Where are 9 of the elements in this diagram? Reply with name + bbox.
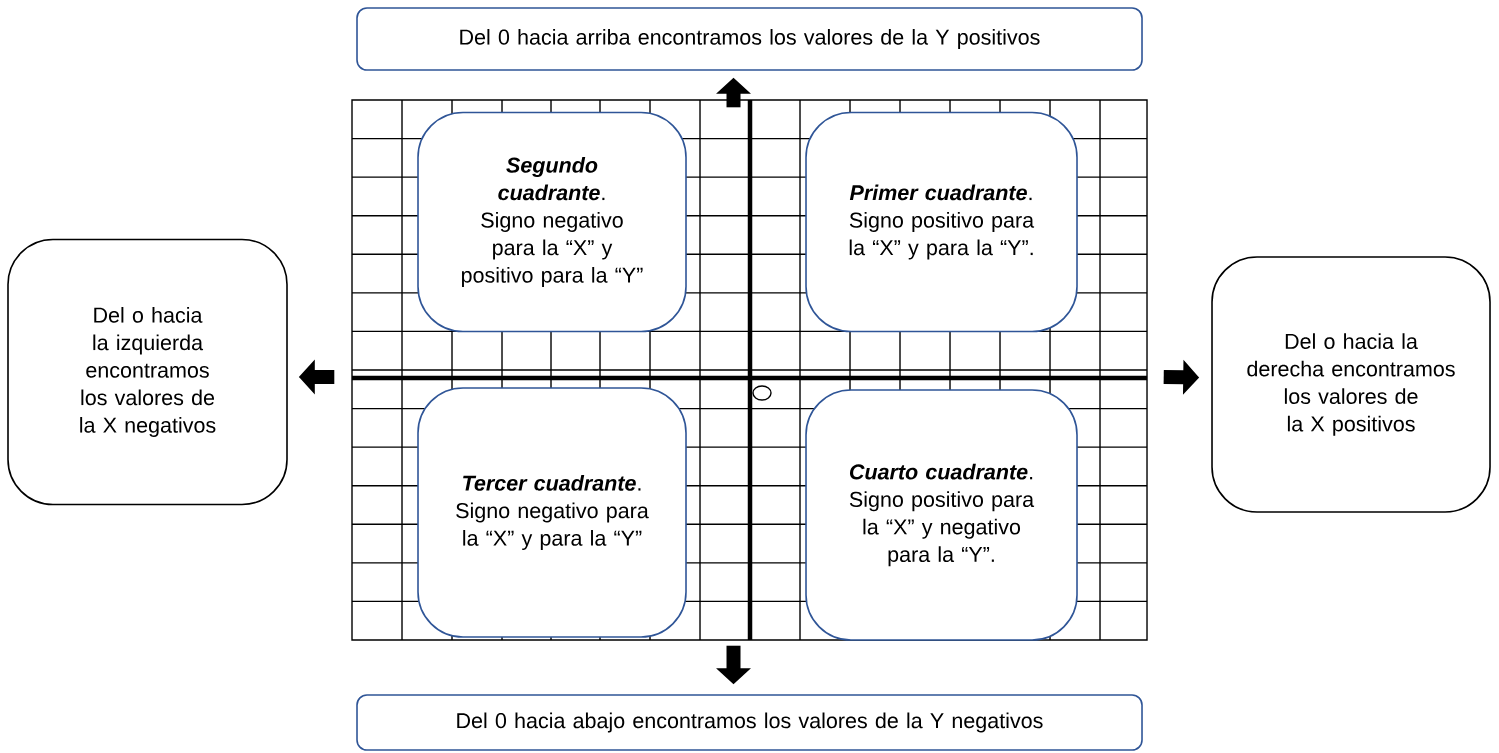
quadrant-box: Cuarto cuadrante. Signo positivo para la “X” y negativo para la “Y”.: [805, 389, 1078, 641]
quadrant-box: Segundo cuadrante. Signo negativo para la “X” y positivo para la “Y”: [417, 111, 687, 333]
quadrant-box: Primer cuadrante. Signo positivo para la “X” y para la “Y”.: [805, 111, 1078, 333]
grid-box: [351, 99, 1148, 641]
text-box: Del 0 hacia arriba encontramos los valores de la Y positivos: [356, 7, 1143, 71]
text-box: Del o hacia la derecha encontramos los valores de la X positivos: [1211, 256, 1491, 513]
text-box: Del o hacia la izquierda encontramos los valores de la X negativos: [7, 238, 288, 506]
quadrant-box: Tercer cuadrante. Signo negativo para la “X” y para la “Y”: [417, 387, 687, 638]
text-box: Del 0 hacia abajo encontramos los valores de la Y negativos: [356, 694, 1143, 751]
